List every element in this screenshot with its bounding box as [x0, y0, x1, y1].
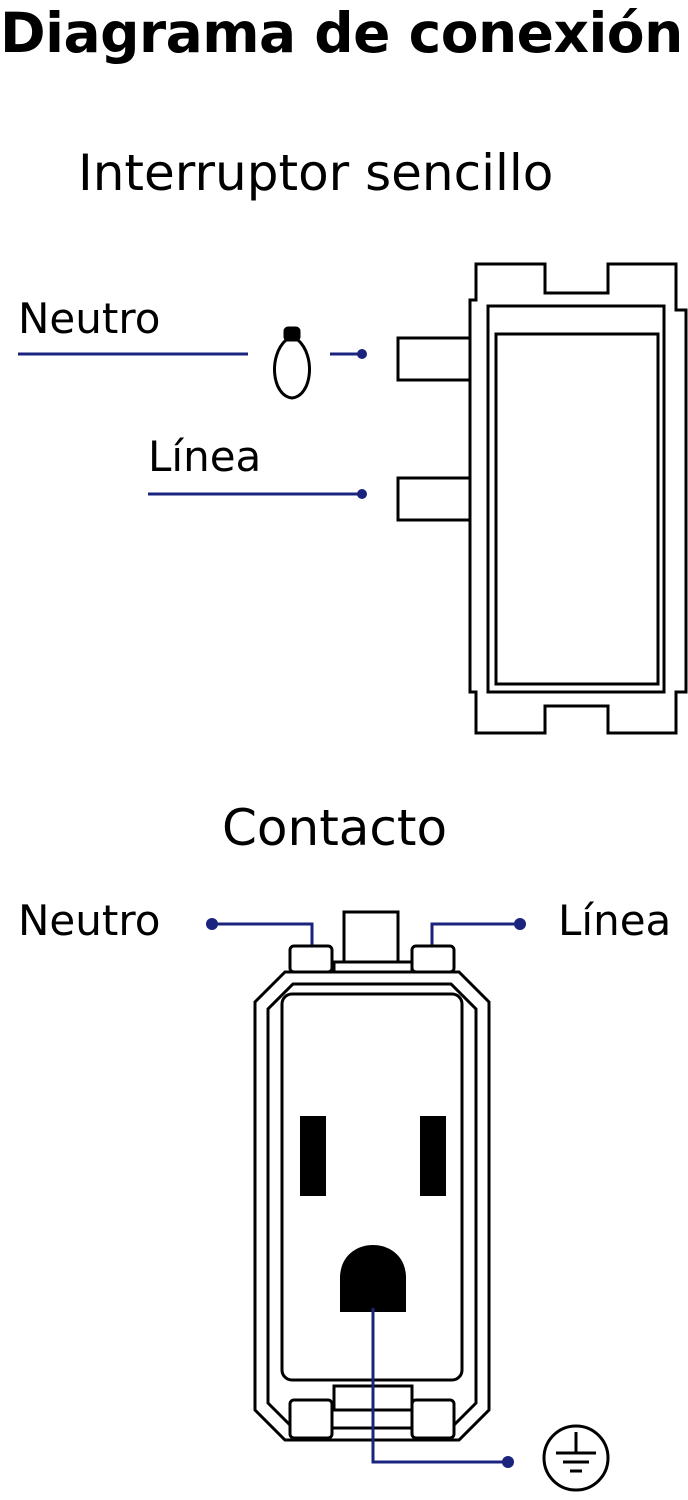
outlet-body [253, 910, 491, 1442]
switch-bottom-terminal [396, 476, 472, 522]
switch-frame [486, 304, 666, 694]
switch-line-wire [148, 489, 367, 499]
switch-neutral-label: Neutro [18, 294, 161, 343]
switch-line-label: Línea [148, 432, 262, 481]
switch-neutral-wire [18, 349, 367, 359]
outlet-ground-hole [340, 1245, 406, 1312]
light-bulb-icon [273, 326, 311, 400]
outlet-right-slot [420, 1116, 446, 1196]
switch-rocker [494, 332, 660, 686]
outlet-line-wire [430, 918, 526, 950]
outlet-left-slot [300, 1116, 326, 1196]
ground-icon [542, 1424, 610, 1492]
outlet-neutral-label: Neutro [18, 896, 161, 945]
outlet-neutral-wire [206, 918, 314, 950]
outlet-section-heading: Contacto [222, 799, 448, 857]
switch-top-terminal [396, 336, 472, 382]
diagram-title: Diagrama de conexión [0, 1, 683, 65]
outlet-ground-wire [371, 1308, 514, 1468]
outlet-line-label: Línea [558, 896, 672, 945]
switch-section-heading: Interruptor sencillo [78, 144, 554, 202]
